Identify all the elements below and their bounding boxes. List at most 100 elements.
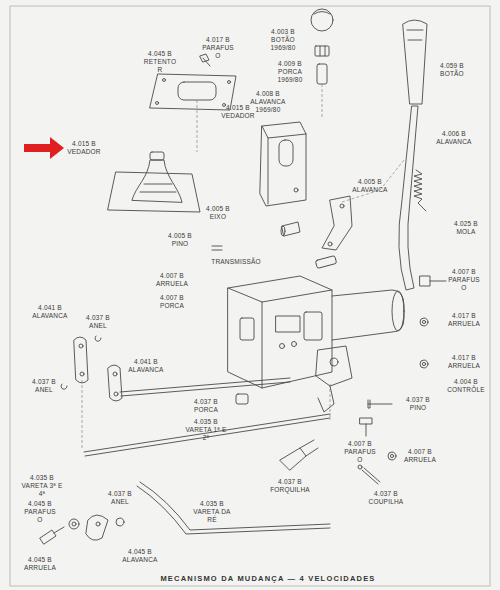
callout-label: 4.037 B ANEL (83, 314, 113, 330)
part-drawing (96, 522, 100, 526)
callout-label: 4.003 B BOTÃO 1969/80 (265, 28, 301, 51)
part-drawing (422, 320, 425, 323)
callout-label: 4.037 B ANEL (105, 490, 135, 506)
callout-label: 4.037 B FORQUILHA (270, 478, 310, 494)
part-drawing (420, 318, 428, 326)
part-drawing (318, 386, 334, 412)
part-drawing (86, 515, 108, 540)
part-drawing (280, 448, 306, 470)
part-drawing (260, 122, 306, 206)
part-drawing (328, 242, 332, 246)
callout-label: 4.037 B PORCA (188, 398, 224, 414)
part-drawing (163, 79, 166, 82)
part-drawing (332, 290, 404, 340)
part-drawing (40, 527, 64, 544)
part-drawing (69, 519, 79, 529)
part-drawing (132, 160, 182, 202)
diagram-title: MECANISMO DA MUDANÇA — 4 VELOCIDADES (160, 574, 375, 583)
part-drawing (281, 226, 285, 236)
leader-line (197, 100, 198, 152)
part-drawing (315, 256, 336, 269)
pointer-arrow (24, 137, 64, 159)
part-drawing (403, 20, 427, 104)
callout-label: 4.017 B ARRUELA (446, 354, 482, 370)
callout-label: 4.045 B ARRUELA (22, 556, 58, 572)
part-drawing (72, 522, 76, 526)
callout-label: 4.045 B ALAVANCA (122, 548, 158, 564)
part-drawing (392, 291, 404, 331)
part-drawing (150, 152, 164, 160)
part-drawing (317, 64, 327, 84)
part-drawing (330, 358, 338, 366)
part-drawing (322, 196, 352, 250)
part-drawing (280, 344, 285, 349)
part-drawing (113, 372, 117, 376)
part-drawing (294, 188, 298, 192)
part-drawing (223, 104, 226, 107)
part-drawing (362, 468, 380, 484)
part-drawing (292, 342, 297, 347)
callout-label: 4.007 B ARRUELA (402, 448, 438, 464)
part-drawing (114, 392, 118, 396)
part-drawing (340, 204, 344, 208)
part-drawing (420, 360, 428, 368)
part-drawing (279, 140, 293, 166)
part-drawing (120, 378, 290, 392)
part-drawing (228, 81, 231, 84)
part-drawing (390, 454, 393, 457)
part-drawing (137, 486, 330, 534)
part-drawing (200, 54, 210, 66)
callout-label: 4.045 B PARAFUSO (22, 500, 58, 523)
callout-label: 4.017 B ARRUELA (446, 312, 482, 328)
callout-label: 4.045 B RETENTOR (142, 50, 178, 73)
part-drawing (360, 418, 372, 436)
page-frame (10, 6, 490, 586)
part-drawing (150, 74, 236, 110)
part-drawing (368, 400, 392, 408)
part-drawing (95, 336, 101, 341)
part-drawing (320, 46, 325, 56)
callout-label: 4.037 B ANEL (29, 378, 59, 394)
pointer-arrow (24, 137, 64, 159)
callout-label: 4.007 B PORCA (154, 294, 190, 310)
part-drawing (311, 9, 333, 31)
leader-line (82, 84, 404, 448)
part-drawing (388, 452, 396, 460)
callout-label: 4.005 B ALAVANCA (352, 178, 388, 194)
part-drawing (212, 246, 222, 250)
callout-label: 4.035 B VARETA DA RÉ (190, 500, 234, 523)
callout-label: 4.006 B ALAVANCA (436, 130, 472, 146)
callout-label: 4.005 B EIXO (200, 205, 236, 221)
part-drawing (358, 465, 362, 469)
callout-label: TRANSMISSÃO (206, 258, 266, 266)
page-frame (10, 6, 490, 586)
part-drawing (116, 518, 124, 526)
part-drawing (85, 418, 330, 456)
part-drawing (80, 372, 84, 376)
part-drawing (61, 384, 67, 389)
callout-label: 4.035 B VARETA 1ª E 2ª (184, 418, 228, 441)
callout-label: 4.035 B VARETA 3ª E 4ª (20, 474, 64, 497)
part-drawing (108, 365, 122, 401)
callout-label: 4.017 B PARAFUSO (200, 36, 236, 59)
leader-line (82, 380, 83, 448)
part-drawing (40, 9, 446, 544)
part-drawing (315, 46, 329, 56)
part-drawing (282, 222, 300, 236)
part-drawing (108, 172, 200, 212)
part-drawing (140, 184, 176, 192)
callout-label: 4.015 B VEDADOR (66, 140, 102, 156)
leader-line (342, 160, 404, 202)
part-drawing (262, 126, 306, 204)
callout-label: 4.009 B PORCA 1969/80 (272, 60, 308, 83)
part-drawing (240, 318, 254, 340)
callout-label: 4.008 B ALAVANCA 1969/80 (248, 90, 288, 113)
part-drawing (414, 170, 426, 211)
callout-label: 4.037 B COUPILHA (366, 490, 406, 506)
callout-label: 4.007 B PARAFUSO (446, 268, 482, 291)
callout-label: 4.025 B MOLA (448, 220, 484, 236)
part-drawing (236, 394, 248, 404)
callout-label: 4.059 B BOTÃO (434, 62, 470, 78)
